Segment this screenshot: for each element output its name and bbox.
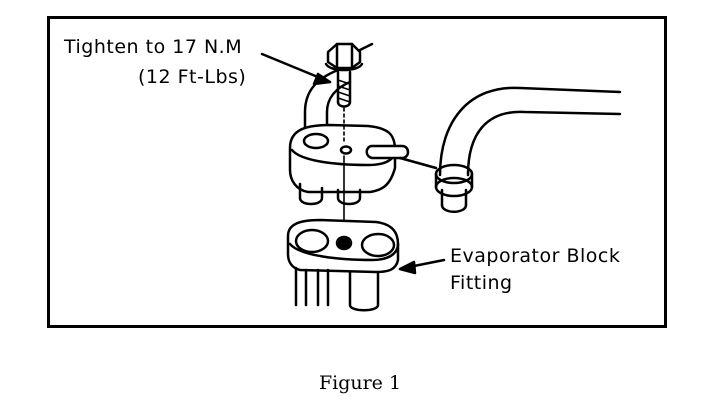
torque-label-line2: (12 Ft-Lbs) [138, 66, 247, 88]
fitting-leader-arrow [398, 258, 446, 275]
bent-tube-left [303, 68, 352, 142]
lower-evaporator-block [286, 218, 400, 312]
fitting-label-line2: Fitting [450, 272, 513, 294]
upper-block-fitting [288, 123, 438, 206]
fitting-label-line1: Evaporator Block [450, 245, 621, 267]
figure-frame [47, 16, 667, 328]
figure-caption: Figure 1 [318, 372, 402, 394]
torque-label-line1: Tighten to 17 N.M [64, 36, 243, 58]
torque-leader-arrow [260, 52, 332, 86]
refrigerant-tube-right [434, 86, 622, 213]
bolt [324, 42, 374, 108]
